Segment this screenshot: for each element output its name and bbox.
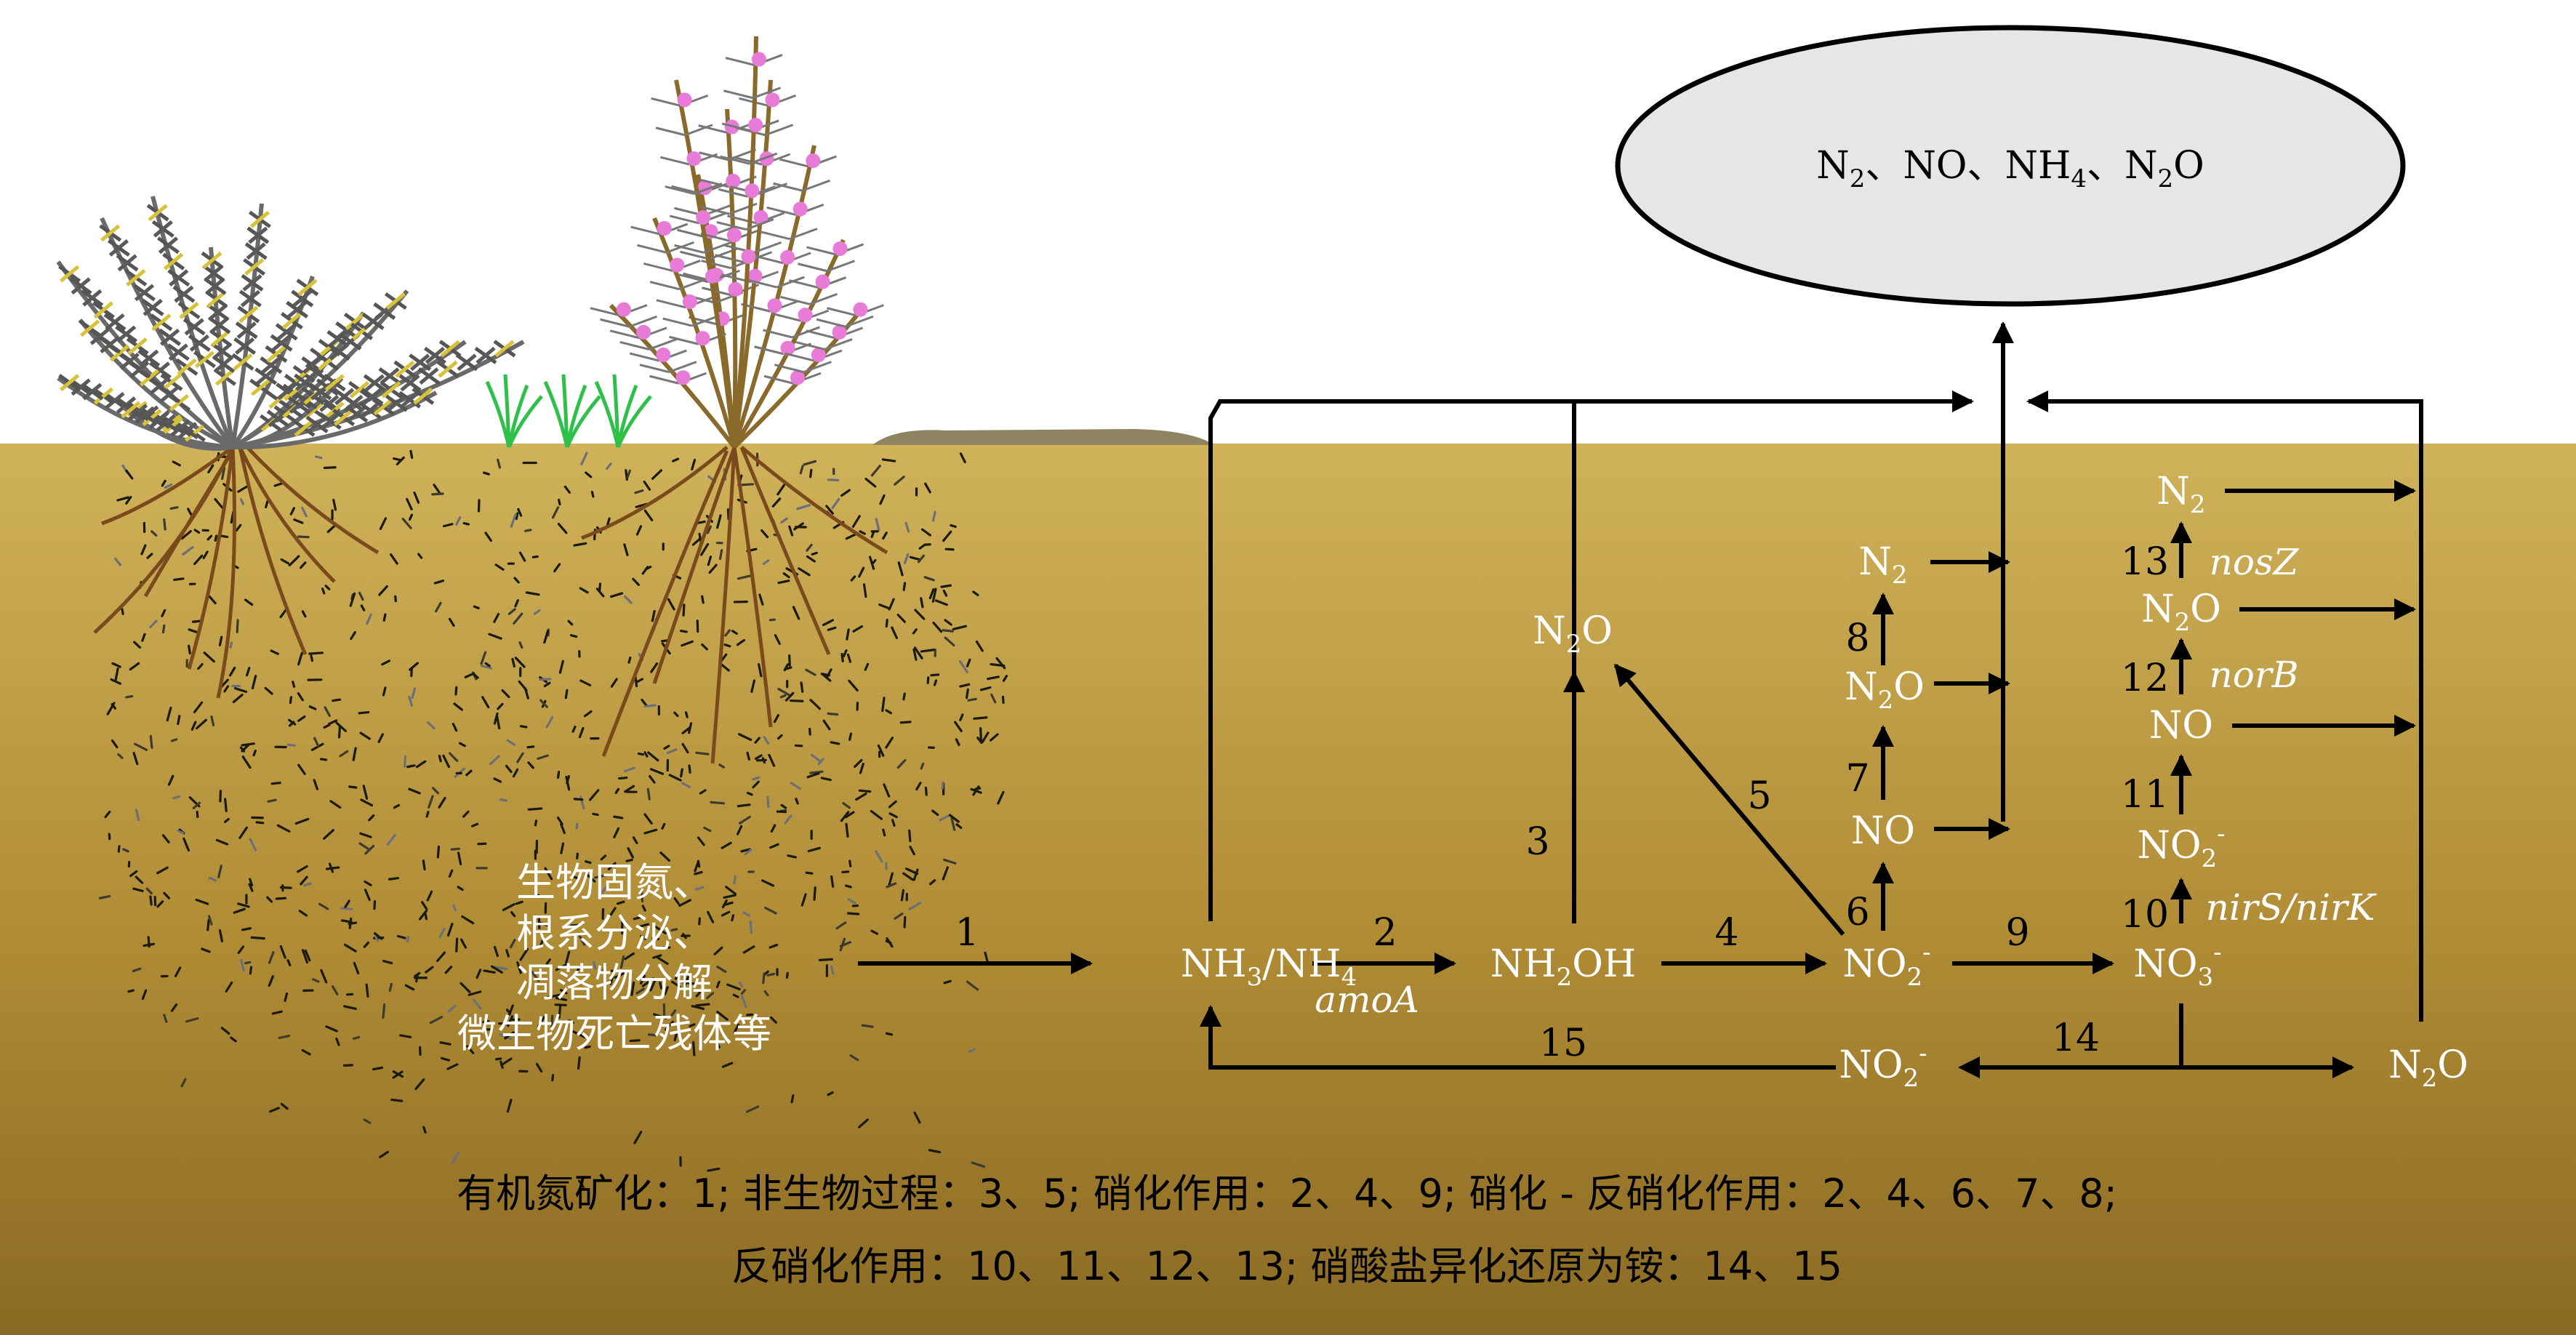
- species-no2-main: NO2-: [1842, 938, 1930, 992]
- process-12: 12: [2121, 657, 2169, 700]
- species-dn-n2: N2: [2156, 470, 2205, 519]
- process-10: 10: [2121, 893, 2169, 937]
- gene-amoA: amoA: [1315, 979, 1419, 1021]
- species-nh3-nh4: NH3/NH4: [1181, 942, 1357, 992]
- gene-norB: norB: [2210, 654, 2299, 696]
- process-6: 6: [1845, 891, 1869, 934]
- caption-line-1: 有机氮矿化：1; 非生物过程：3、5; 硝化作用：2、4、9; 硝化 - 反硝化…: [457, 1171, 2117, 1216]
- soil-particles: [98, 449, 1008, 1189]
- flowering-plant-icon: [581, 36, 888, 764]
- species-n2o-right: N2O: [2388, 1043, 2468, 1093]
- grass-icon: [485, 374, 652, 448]
- species-nd-n2: N2: [1858, 540, 1907, 590]
- gene-nirS-nirK: nirS/nirK: [2206, 886, 2377, 929]
- source-label-1: 生物固氮、: [516, 859, 713, 905]
- arrow-5: [1613, 663, 1845, 936]
- process-11: 11: [2121, 773, 2169, 817]
- source-label-3: 凋落物分解: [516, 960, 713, 1006]
- shrub-plant-icon: [56, 196, 525, 699]
- process-9: 9: [2005, 911, 2029, 955]
- gas-pool-ellipse: [1615, 25, 2406, 307]
- soil-mound: [872, 429, 1214, 445]
- soil-layer: [0, 444, 2576, 1335]
- species-no2-lower: NO2-: [1839, 1039, 1927, 1093]
- species-nd-n2o: N2O: [1845, 665, 1925, 715]
- process-4: 4: [1714, 911, 1738, 955]
- source-label-4: 微生物死亡残体等: [457, 1011, 771, 1057]
- species-no3: NO3-: [2133, 938, 2221, 992]
- process-13: 13: [2121, 540, 2169, 584]
- gene-nosZ: nosZ: [2210, 541, 2300, 583]
- arrow-15: [1200, 1005, 1836, 1070]
- species-nd-no: NO: [1851, 809, 1915, 853]
- process-2: 2: [1373, 911, 1397, 955]
- species-nh2oh: NH2OH: [1490, 942, 1636, 992]
- process-14: 14: [2052, 1017, 2100, 1060]
- process-3: 3: [1525, 820, 1549, 864]
- process-5: 5: [1747, 774, 1771, 818]
- process-1: 1: [955, 911, 979, 955]
- species-n2o-abiotic: N2O: [1533, 609, 1613, 659]
- caption-line-2: 反硝化作用：10、11、12、13; 硝酸盐异化还原为铵：14、15: [731, 1243, 1842, 1289]
- species-dn-no2: NO2-: [2137, 819, 2225, 873]
- gas-pool-label: N2​、NO、NH4​、N2O: [1816, 144, 2204, 193]
- process-15: 15: [1539, 1022, 1587, 1065]
- process-7: 7: [1845, 757, 1869, 801]
- species-dn-n2o: N2O: [2141, 588, 2221, 637]
- process-8: 8: [1845, 617, 1869, 660]
- species-dn-no: NO: [2149, 704, 2213, 747]
- source-label-2: 根系分泌、: [516, 910, 713, 956]
